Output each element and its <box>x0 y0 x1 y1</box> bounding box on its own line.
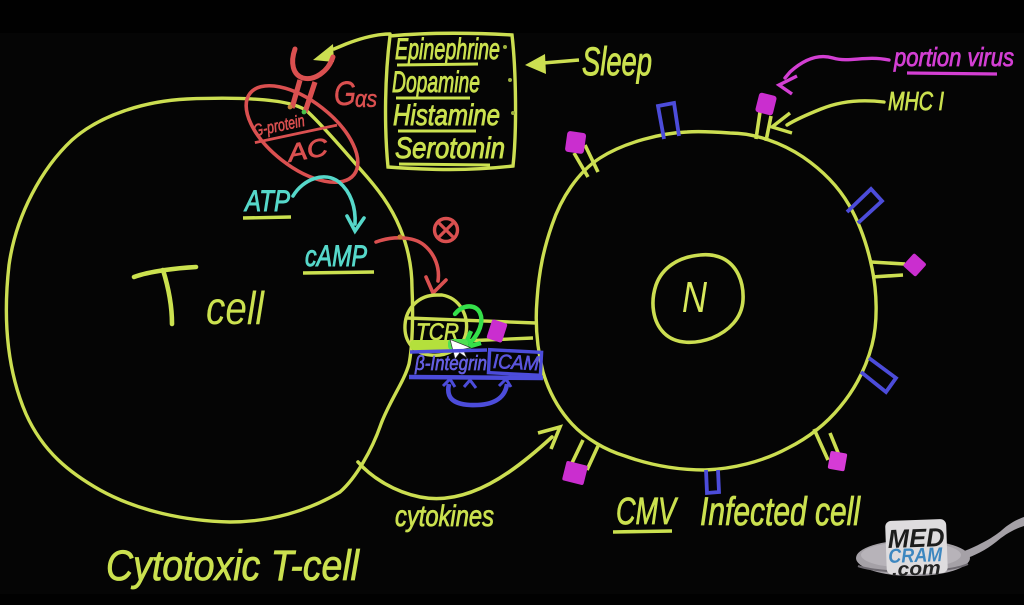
svg-text:MED: MED <box>887 522 945 554</box>
svg-text:Epinephrine: Epinephrine <box>395 33 500 66</box>
svg-text:Serotonin: Serotonin <box>395 132 505 165</box>
svg-text:Cytotoxic T-cell: Cytotoxic T-cell <box>106 542 360 590</box>
svg-text:Sleep: Sleep <box>582 40 652 84</box>
svg-text:N: N <box>682 273 707 322</box>
svg-text:Dopamine: Dopamine <box>392 66 480 99</box>
svg-text:αs: αs <box>355 86 377 113</box>
svg-text:.com: .com <box>891 558 941 581</box>
svg-text:G: G <box>334 75 356 113</box>
svg-text:cytokines: cytokines <box>395 500 494 533</box>
svg-text:Infected cell: Infected cell <box>700 490 861 534</box>
svg-text:CMV: CMV <box>616 491 679 533</box>
svg-text:portion virus: portion virus <box>893 42 1014 72</box>
svg-text:ICAM: ICAM <box>492 351 539 375</box>
svg-text:cell: cell <box>206 282 265 334</box>
svg-text:β-Integrin: β-Integrin <box>414 353 487 375</box>
svg-text:CRAM: CRAM <box>888 544 944 568</box>
svg-text:Histamine: Histamine <box>393 99 500 132</box>
svg-text:cAMP: cAMP <box>305 240 367 273</box>
svg-text:ATP: ATP <box>243 185 290 218</box>
svg-text:MHC I: MHC I <box>888 86 944 116</box>
